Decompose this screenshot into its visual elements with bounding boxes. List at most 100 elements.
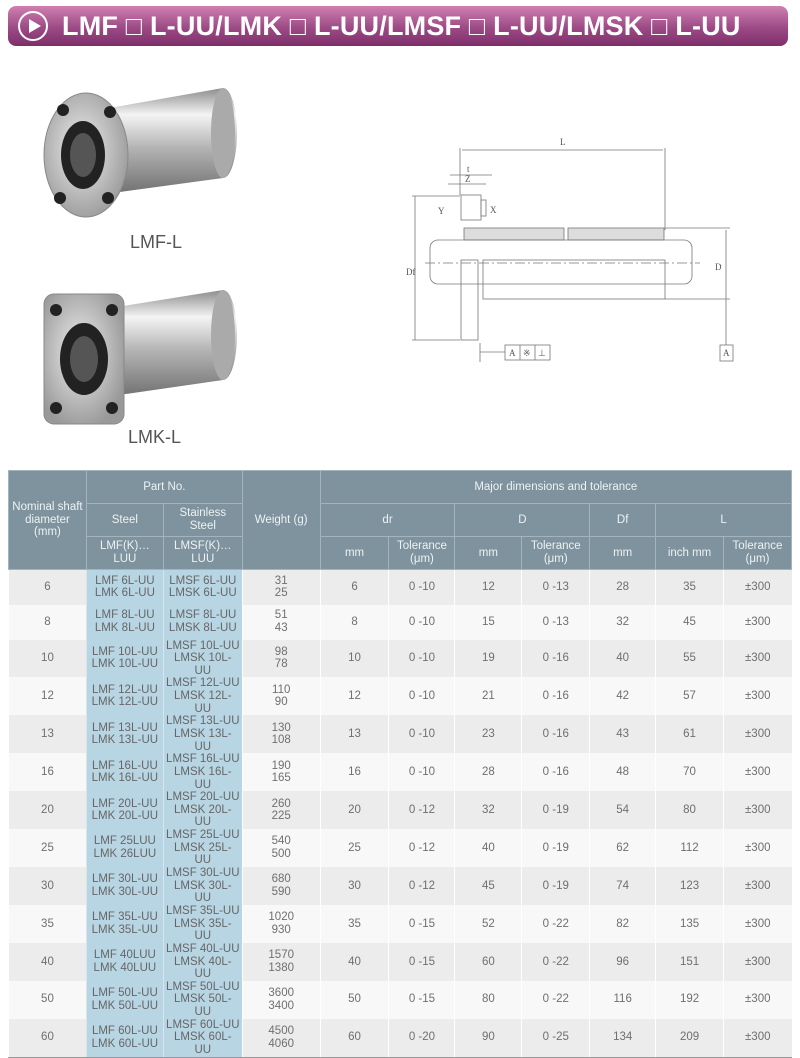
D-mm-cell: 40 (454, 829, 522, 868)
dr-mm-cell-value: 40 (348, 955, 361, 968)
dr-mm-cell-value: 8 (351, 615, 358, 628)
L-tol-cell: ±300 (722, 867, 792, 905)
weight-cell-value: 31 (274, 574, 288, 587)
D-mm-cell-value: 60 (481, 955, 495, 968)
L-cell: 135 (655, 904, 724, 943)
steel-part-cell-value: LMK 10L-UU (91, 658, 159, 671)
steel-part-cell-value: LMF 12L-UU (91, 683, 158, 696)
D-mm-cell: 90 (454, 1018, 522, 1058)
weight-cell-value: 225 (271, 810, 291, 823)
stainless-part-cell-value: LMSF 8L-UU (169, 609, 237, 622)
header-nominal: Nominal shaft diameter (mm) (8, 470, 87, 570)
Df-cell-value: 96 (616, 955, 630, 968)
header-stainless-code: LMSF(K)…LUU (162, 536, 243, 570)
dr-mm-cell: 16 (319, 753, 389, 792)
L-tol-cell-value: ±300 (744, 727, 771, 740)
steel-part-cell-value: LMF 20L-UU (91, 797, 158, 810)
Df-cell-value: 62 (616, 841, 630, 854)
D-mm-cell: 45 (454, 867, 522, 905)
product-label: LMF-L (130, 232, 183, 252)
L-tol-cell-value: ±300 (744, 615, 771, 628)
dim-Df-label: Df (406, 267, 416, 277)
L-cell-value: 135 (679, 917, 700, 930)
L-cell: 151 (655, 942, 724, 981)
weight-cell-value: 1380 (268, 961, 294, 974)
L-cell: 209 (655, 1018, 724, 1058)
stainless-part-cell-value: LMSF 12L-UU (166, 677, 240, 690)
steel-part-cell-value: LMF 6L-UU (95, 574, 155, 587)
nominal-cell: 20 (8, 791, 87, 830)
weight-cell-value: 51 (274, 609, 288, 622)
steel-part-cell-value: LMK 26LUU (93, 848, 157, 861)
L-tol-cell: ±300 (722, 904, 792, 943)
weight-cell-value: 260 (271, 797, 291, 810)
nominal-cell-value: 12 (41, 690, 54, 703)
dr-tol-cell: 0 -10 (388, 604, 455, 640)
L-tol-cell: ±300 (722, 753, 792, 792)
D-tol-cell: 0 -13 (521, 604, 590, 640)
D-mm-cell-value: 21 (481, 690, 495, 703)
L-cell: 35 (655, 569, 724, 605)
L-cell-value: 80 (683, 803, 696, 816)
Df-cell-value: 43 (616, 727, 630, 740)
D-mm-cell: 19 (454, 639, 522, 678)
stainless-part-cell-value: LMSK 50L-UU (174, 993, 232, 1019)
header-D-tol: Tolerance (μm) (521, 536, 591, 570)
nominal-cell: 30 (8, 867, 87, 905)
L-tol-cell-value: ±300 (744, 955, 771, 968)
nominal-cell: 13 (8, 715, 87, 754)
steel-part-cell-value: LMK 13L-UU (91, 734, 159, 747)
steel-part-cell-value: LMK 20L-UU (91, 810, 159, 823)
D-mm-cell: 15 (454, 604, 522, 640)
nominal-cell-value: 35 (41, 917, 54, 930)
dr-mm-cell: 8 (319, 604, 389, 640)
nominal-cell: 8 (8, 604, 87, 640)
stainless-part-cell-value: LMSF 35L-UU (166, 904, 240, 917)
stainless-part-cell-value: LMSK 12L-UU (174, 690, 232, 715)
dr-mm-cell: 10 (319, 639, 389, 678)
dr-tol-cell-value: 0 -12 (408, 803, 436, 816)
L-cell-value: 192 (679, 993, 700, 1006)
D-tol-cell: 0 -22 (521, 904, 590, 943)
product-label: LMK-L (128, 427, 182, 447)
stainless-part-cell-value: LMSF 40L-UU (166, 942, 240, 955)
header-Df-mm: mm (589, 536, 657, 570)
L-tol-cell-value: ±300 (744, 993, 771, 1006)
stainless-part-cell-value: LMSK 10L-UU (174, 652, 232, 677)
D-mm-cell-value: 23 (481, 727, 495, 740)
stainless-part-cell-value: LMSK 6L-UU (168, 587, 237, 600)
D-mm-cell-value: 19 (481, 652, 495, 665)
nominal-cell-value: 6 (44, 580, 51, 593)
dr-tol-cell: 0 -15 (388, 904, 455, 943)
D-tol-cell: 0 -22 (521, 980, 590, 1019)
Df-cell-value: 82 (616, 917, 630, 930)
stainless-part-cell-value: LMSF 13L-UU (166, 715, 240, 728)
weight-cell-value: 43 (274, 622, 288, 634)
weight-cell-value: 1570 (268, 949, 294, 962)
nominal-cell-value: 16 (41, 765, 54, 778)
D-mm-cell-value: 52 (481, 917, 495, 930)
weight-cell-value: 4060 (268, 1037, 294, 1050)
L-tol-cell-value: ±300 (744, 765, 771, 778)
nominal-cell-value: 10 (41, 652, 54, 665)
Df-cell: 62 (589, 829, 656, 868)
weight-cell-value: 500 (271, 848, 291, 861)
D-tol-cell: 0 -19 (521, 791, 590, 830)
D-tol-cell: 0 -13 (521, 569, 590, 605)
lmf-l-bearing-image (43, 88, 237, 218)
stainless-part-cell-value: LMSK 20L-UU (174, 803, 232, 829)
D-mm-cell-value: 12 (481, 580, 495, 593)
D-tol-cell: 0 -16 (521, 715, 590, 754)
